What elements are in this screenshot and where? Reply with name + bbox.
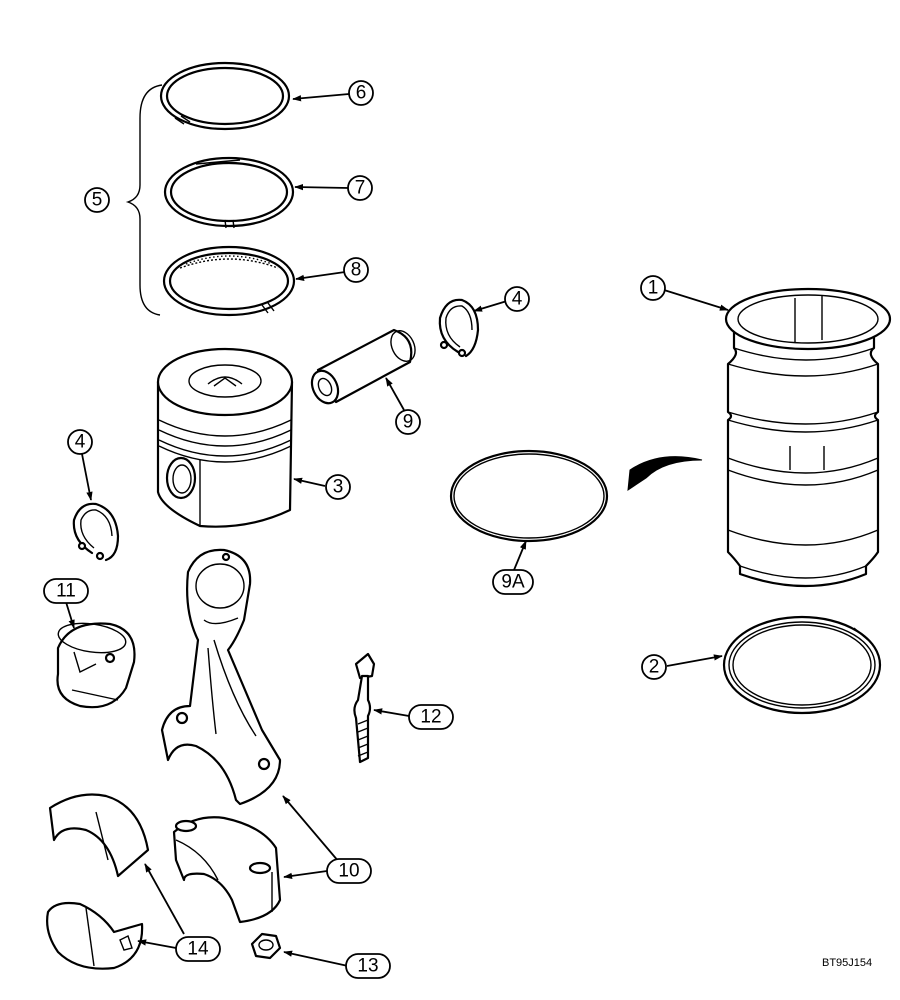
svg-text:9A: 9A <box>501 572 525 593</box>
pin-bushing <box>56 622 136 709</box>
callout-8: 8 <box>343 257 369 283</box>
lower-bearing-shell <box>46 901 144 970</box>
svg-text:12: 12 <box>420 707 441 728</box>
liner-o-ring <box>449 449 609 543</box>
svg-text:9: 9 <box>403 412 414 433</box>
callout-12: 12 <box>408 704 454 730</box>
callout-1: 1 <box>640 275 666 301</box>
callout-4-right: 4 <box>504 286 530 312</box>
svg-text:4: 4 <box>512 289 523 310</box>
callout-10: 10 <box>326 858 372 884</box>
cylinder-liner <box>724 287 892 588</box>
callout-9a: 9A <box>492 569 534 595</box>
install-direction-arrow <box>627 456 703 492</box>
callout-14: 14 <box>175 936 221 962</box>
svg-text:6: 6 <box>356 83 367 104</box>
callout-6: 6 <box>348 80 374 106</box>
svg-text:8: 8 <box>351 260 362 281</box>
callout-11: 11 <box>43 578 89 604</box>
top-compression-ring <box>159 61 291 131</box>
svg-text:5: 5 <box>92 190 103 211</box>
piston <box>156 347 294 528</box>
connecting-rod <box>160 548 282 806</box>
callout-7: 7 <box>347 175 373 201</box>
callout-9: 9 <box>395 409 421 435</box>
second-compression-ring <box>163 156 295 229</box>
upper-bearing-shell <box>48 793 150 878</box>
callout-4-left: 4 <box>67 429 93 455</box>
oil-control-ring <box>162 245 296 317</box>
svg-text:14: 14 <box>187 939 209 960</box>
svg-text:13: 13 <box>357 956 378 977</box>
rod-bolt <box>353 652 376 764</box>
rod-nut <box>250 932 282 960</box>
svg-text:7: 7 <box>355 178 366 199</box>
svg-text:10: 10 <box>338 861 359 882</box>
svg-text:2: 2 <box>649 657 660 678</box>
callout-13: 13 <box>345 953 391 979</box>
svg-text:3: 3 <box>333 477 344 498</box>
callout-2: 2 <box>641 654 667 680</box>
svg-text:1: 1 <box>648 278 659 299</box>
callout-3: 3 <box>325 474 351 500</box>
liner-seal-ring <box>722 615 882 715</box>
piston-pin <box>310 328 416 405</box>
connecting-rod-cap <box>172 816 282 924</box>
figure-code: BT95J154 <box>822 957 872 969</box>
pin-retainer-ring-right <box>438 298 480 358</box>
leader-lines <box>65 93 729 967</box>
ring-set-bracket <box>125 84 163 316</box>
pin-retainer-ring-left <box>72 502 120 562</box>
svg-text:11: 11 <box>56 581 76 602</box>
svg-text:4: 4 <box>75 432 86 453</box>
callout-5: 5 <box>84 187 110 213</box>
